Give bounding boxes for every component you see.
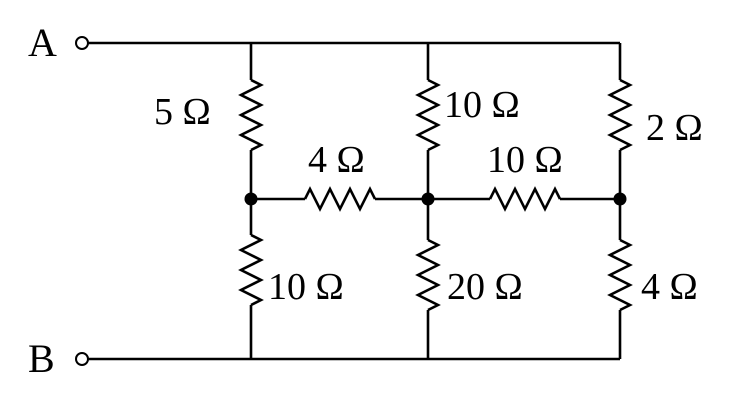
resistor-mid-right: [488, 186, 562, 212]
junction-node-left: [244, 192, 258, 206]
resistor-bottom-left: [238, 233, 264, 307]
resistor-bottom-right: [607, 238, 633, 312]
junction-node-right: [613, 192, 627, 206]
label-bottom-left: 10 Ω: [268, 266, 344, 308]
label-top-middle: 10 Ω: [444, 84, 520, 126]
terminal-b-label: B: [28, 336, 55, 381]
resistor-top-left: [238, 78, 264, 152]
resistor-top-middle: [415, 78, 441, 152]
terminal-b-connector: [75, 352, 89, 366]
terminal-a-label: A: [28, 20, 57, 65]
resistor-bottom-middle: [415, 238, 441, 312]
label-mid-right: 10 Ω: [487, 139, 563, 181]
resistor-mid-left: [303, 186, 377, 212]
terminal-a-connector: [75, 36, 89, 50]
label-mid-left: 4 Ω: [308, 139, 365, 181]
junction-node-middle: [421, 192, 435, 206]
resistor-top-right: [607, 78, 633, 152]
label-top-right: 2 Ω: [646, 107, 703, 149]
label-top-left: 5 Ω: [154, 91, 211, 133]
label-bottom-middle: 20 Ω: [447, 266, 523, 308]
label-bottom-right: 4 Ω: [641, 266, 698, 308]
